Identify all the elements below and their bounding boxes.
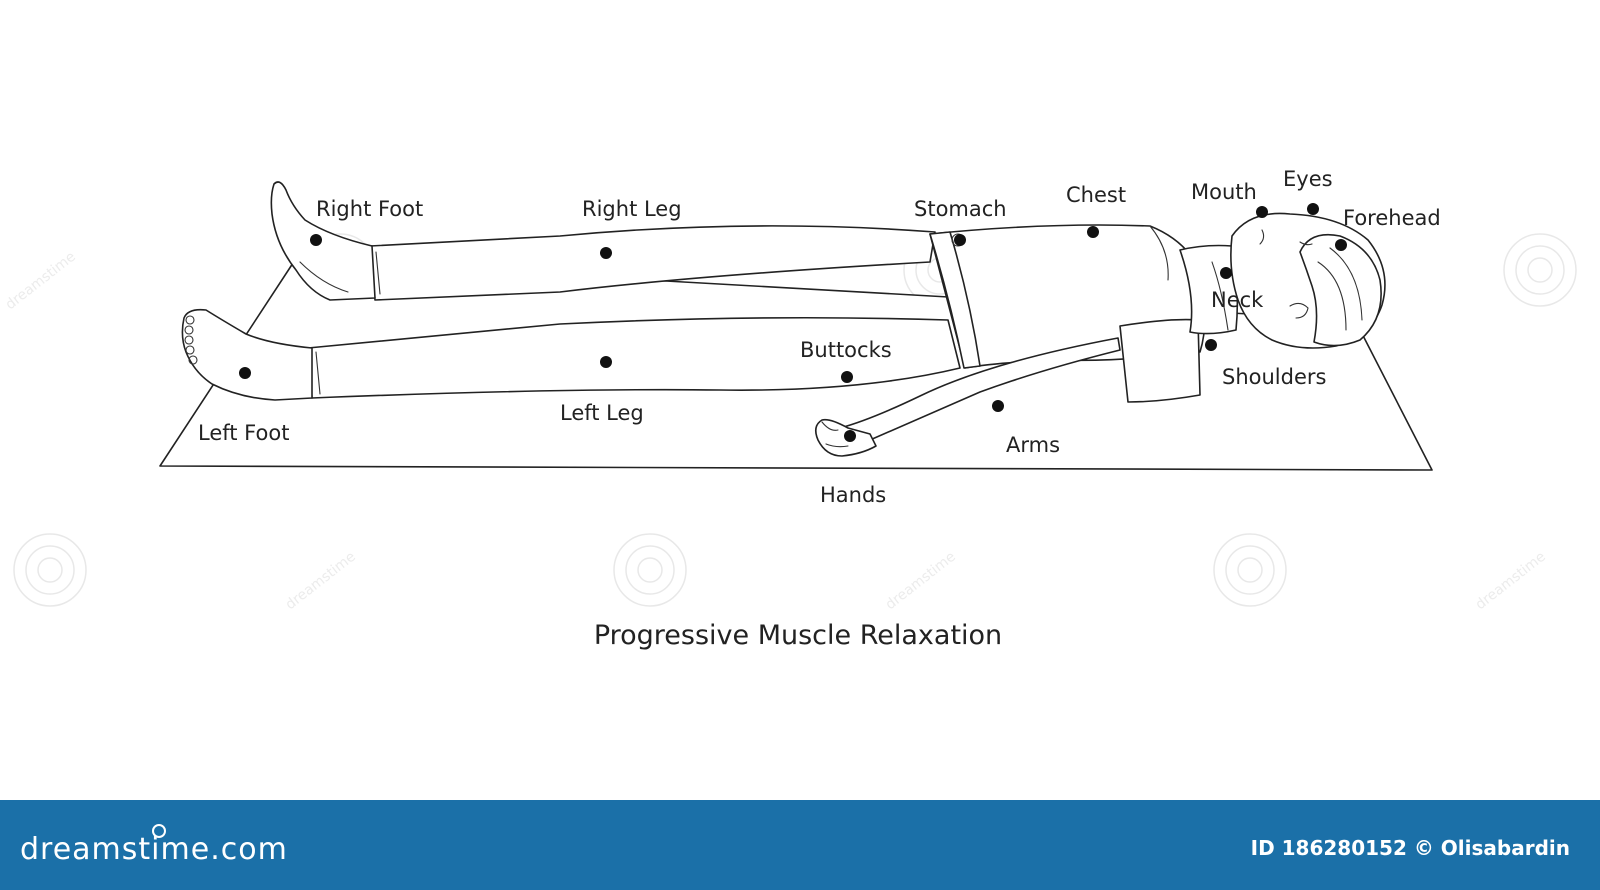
label-neck: Neck [1211,288,1264,312]
footer-credit: ID 186280152 © Olisabardin [1250,836,1570,860]
point-mouth [1256,206,1268,218]
label-chest: Chest [1066,183,1126,207]
point-shoulders [1205,339,1217,351]
footer-bar: dreamstime.com ID 186280152 © Olisabardi… [0,800,1600,890]
label-left-foot: Left Foot [198,421,289,445]
point-stomach [954,234,966,246]
label-right-foot: Right Foot [316,197,423,221]
label-eyes: Eyes [1283,167,1333,191]
point-neck [1220,267,1232,279]
body-points [239,203,1347,442]
label-buttocks: Buttocks [800,338,892,362]
left-leg-figure [181,308,961,401]
point-left-foot [239,367,251,379]
arm-figure [814,318,1201,457]
label-arms: Arms [1006,433,1060,457]
body-labels: Right Foot Right Leg Stomach Chest Mouth… [198,167,1441,507]
watermark-text: dreamstime [1473,549,1549,613]
point-forehead [1335,239,1347,251]
relaxation-diagram: dreamstime dreamstime dreamstime dreamst… [3,167,1577,651]
point-arms [992,400,1004,412]
point-chest [1087,226,1099,238]
label-forehead: Forehead [1343,206,1441,230]
point-hands [844,430,856,442]
label-left-leg: Left Leg [560,401,644,425]
watermark-text: dreamstime [283,549,359,613]
label-right-leg: Right Leg [582,197,682,221]
head-figure [1179,212,1386,349]
point-buttocks [841,371,853,383]
watermark-swirl [13,533,87,607]
point-left-leg [600,356,612,368]
label-shoulders: Shoulders [1222,365,1326,389]
diagram-title: Progressive Muscle Relaxation [594,620,1002,651]
right-leg-figure [270,181,936,301]
point-right-foot [310,234,322,246]
point-eyes [1307,203,1319,215]
watermark-text: dreamstime [883,549,959,613]
watermark-swirl [613,533,687,607]
watermark-swirl [1503,233,1577,307]
point-right-leg [600,247,612,259]
label-hands: Hands [820,483,886,507]
footer-logo[interactable]: dreamstime.com [20,832,288,867]
watermark-text: dreamstime [3,249,79,313]
watermark-swirl [1213,533,1287,607]
logo-swirl-icon [152,824,166,838]
label-stomach: Stomach [914,197,1007,221]
label-mouth: Mouth [1191,180,1257,204]
